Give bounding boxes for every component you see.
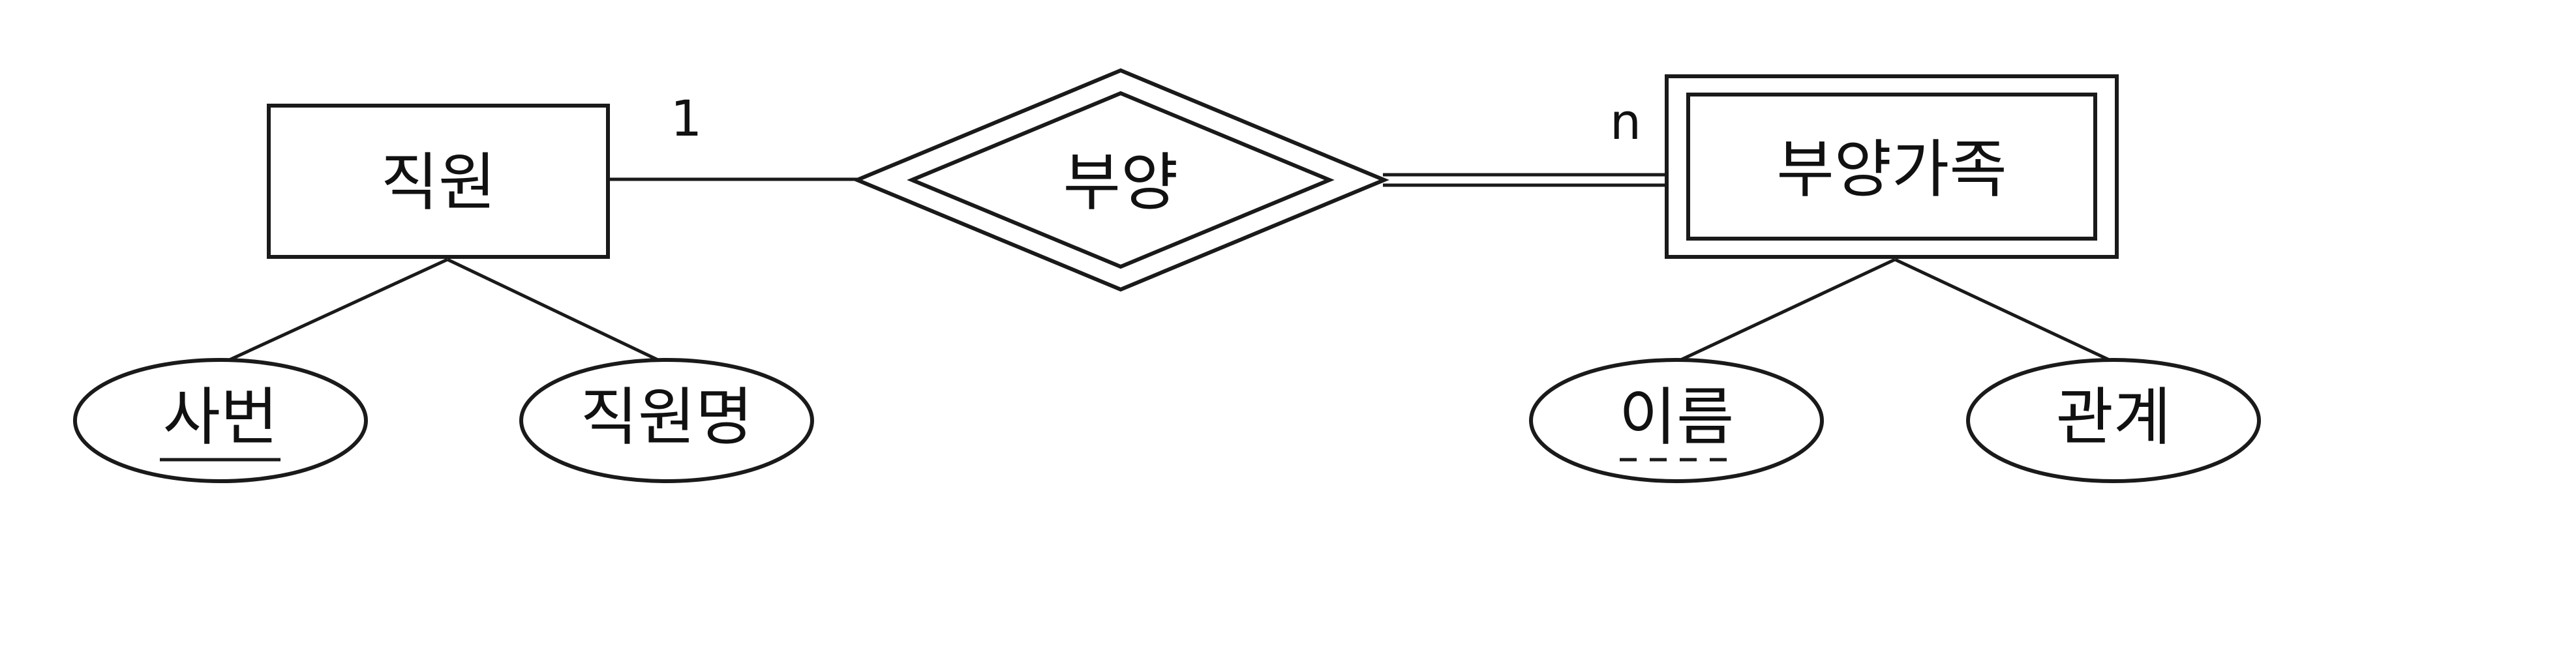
edge-employee-empno	[224, 258, 449, 364]
relationship-label: 부양	[1063, 146, 1179, 219]
entity-employee-label: 직원	[381, 146, 496, 219]
cardinality-dependent: n	[1610, 93, 1641, 151]
edge-dependent-depname	[1675, 258, 1896, 364]
cardinality-employee: 1	[671, 89, 702, 147]
attribute-emp-no: 사번	[73, 358, 368, 483]
attribute-emp-name-label: 직원명	[581, 381, 753, 454]
attribute-emp-no-label: 사번	[163, 381, 279, 454]
edge-relationship-dependent	[1383, 173, 1667, 187]
entity-employee: 직원	[267, 104, 610, 259]
attribute-dep-name-label: 이름	[1619, 381, 1735, 454]
entity-dependent-label: 부양가족	[1776, 133, 2007, 206]
attribute-dep-relation-label: 관계	[2056, 381, 2172, 454]
attribute-dep-name: 이름	[1529, 358, 1824, 483]
attribute-dep-relation: 관계	[1966, 358, 2261, 483]
edge-dependent-relation	[1894, 258, 2115, 364]
relationship-dependency: 부양	[852, 68, 1389, 292]
edge-employee-empname	[446, 258, 663, 364]
attribute-emp-name: 직원명	[519, 358, 814, 483]
entity-dependent: 부양가족	[1665, 74, 2119, 259]
